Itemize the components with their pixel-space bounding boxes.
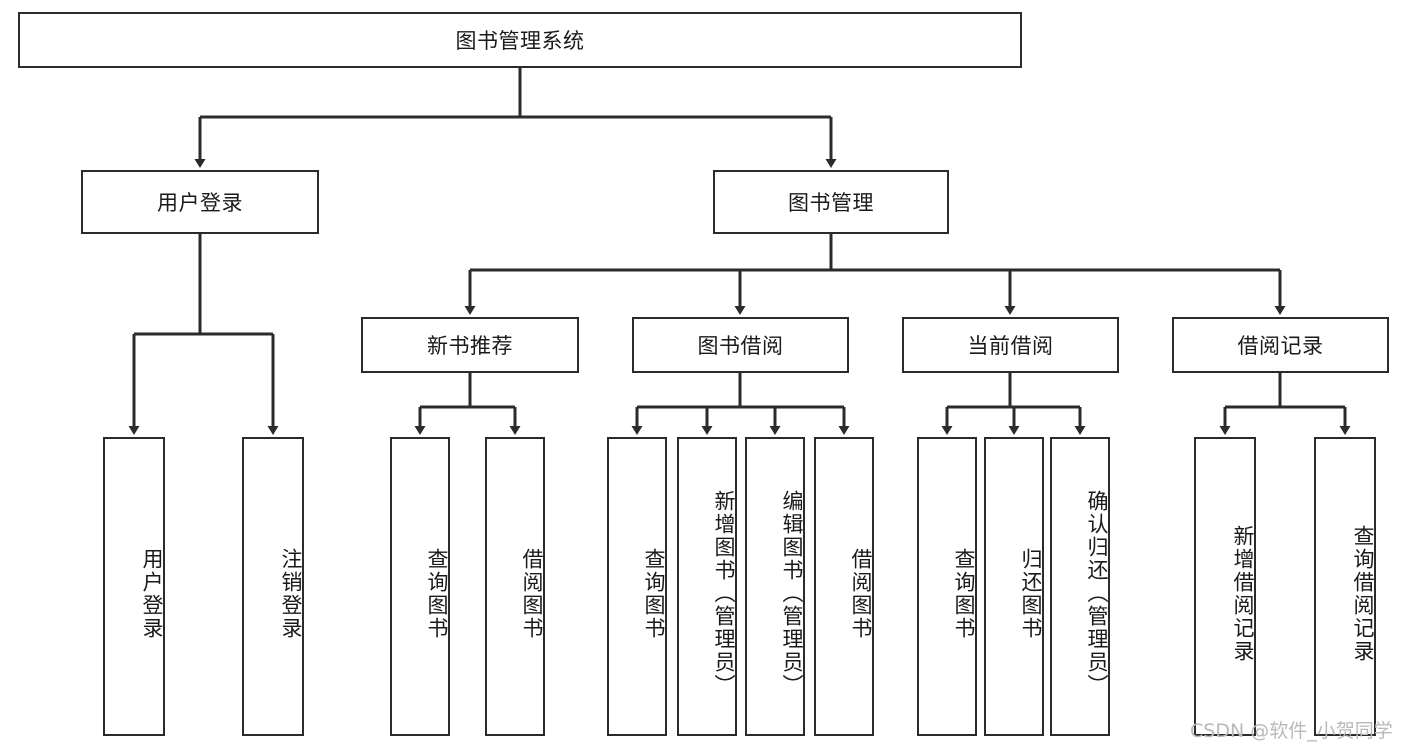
node-leaf-bb-edit[interactable]: 编辑图书（管理员） [745, 437, 805, 736]
node-leaf-user-login[interactable]: 用户登录 [103, 437, 165, 736]
node-leaf-bb-edit-label: 编辑图书（管理员） [780, 490, 804, 697]
node-book-manage[interactable]: 图书管理 [713, 170, 949, 234]
node-leaf-logout[interactable]: 注销登录 [242, 437, 304, 736]
node-leaf-cb-query-label: 查询图书 [952, 547, 976, 640]
node-user-login[interactable]: 用户登录 [81, 170, 319, 234]
node-book-manage-label: 图书管理 [788, 191, 874, 215]
node-leaf-rec-query-label: 查询图书 [425, 547, 449, 640]
node-borrow-record[interactable]: 借阅记录 [1172, 317, 1389, 373]
node-root[interactable]: 图书管理系统 [18, 12, 1022, 68]
node-leaf-rec-borrow-label: 借阅图书 [520, 547, 544, 640]
node-book-borrow-label: 图书借阅 [697, 334, 784, 358]
node-book-borrow[interactable]: 图书借阅 [632, 317, 849, 373]
node-leaf-br-query[interactable]: 查询借阅记录 [1314, 437, 1376, 736]
node-leaf-bb-query-label: 查询图书 [642, 547, 666, 640]
node-borrow-record-label: 借阅记录 [1237, 334, 1324, 358]
node-current-borrow[interactable]: 当前借阅 [902, 317, 1119, 373]
node-leaf-bb-query[interactable]: 查询图书 [607, 437, 667, 736]
node-leaf-cb-return-label: 归还图书 [1019, 547, 1043, 640]
node-current-borrow-label: 当前借阅 [967, 334, 1054, 358]
node-leaf-user-login-label: 用户登录 [140, 547, 164, 640]
node-leaf-br-add-label: 新增借阅记录 [1231, 524, 1255, 663]
node-user-login-label: 用户登录 [157, 191, 243, 215]
node-leaf-logout-label: 注销登录 [279, 547, 303, 640]
node-leaf-cb-query[interactable]: 查询图书 [917, 437, 977, 736]
node-new-book-rec-label: 新书推荐 [427, 334, 513, 358]
node-leaf-br-query-label: 查询借阅记录 [1351, 524, 1375, 663]
node-leaf-cb-confirm[interactable]: 确认归还（管理员） [1050, 437, 1110, 736]
node-leaf-rec-query[interactable]: 查询图书 [390, 437, 450, 736]
node-leaf-br-add[interactable]: 新增借阅记录 [1194, 437, 1256, 736]
node-root-label: 图书管理系统 [455, 29, 585, 53]
node-new-book-rec[interactable]: 新书推荐 [361, 317, 579, 373]
node-leaf-bb-add-label: 新增图书（管理员） [712, 490, 736, 697]
csdn-watermark: CSDN @软件_小贺同学 [1190, 720, 1393, 742]
node-leaf-bb-borrow-label: 借阅图书 [849, 547, 873, 640]
node-leaf-rec-borrow[interactable]: 借阅图书 [485, 437, 545, 736]
node-leaf-bb-borrow[interactable]: 借阅图书 [814, 437, 874, 736]
node-leaf-cb-confirm-label: 确认归还（管理员） [1085, 490, 1109, 697]
node-leaf-cb-return[interactable]: 归还图书 [984, 437, 1044, 736]
node-leaf-bb-add[interactable]: 新增图书（管理员） [677, 437, 737, 736]
